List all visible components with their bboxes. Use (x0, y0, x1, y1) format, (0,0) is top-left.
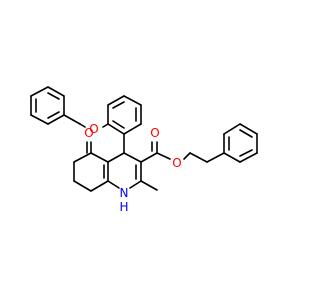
atom-ketone-oxygen: O (84, 126, 93, 140)
bond-lines (30, 86, 258, 192)
atom-ester-oxygen: O (172, 156, 181, 170)
atom-amine-hydrogen: H (119, 200, 128, 214)
atom-amine-nitrogen: N (120, 186, 129, 200)
atom-ether-oxygen: O (89, 122, 98, 136)
atom-ester-carbonyl-oxygen: O (150, 126, 159, 140)
molecule-structure-diagram: O O O O N H (30, 86, 258, 214)
atom-labels: O O O O N H (84, 122, 181, 214)
